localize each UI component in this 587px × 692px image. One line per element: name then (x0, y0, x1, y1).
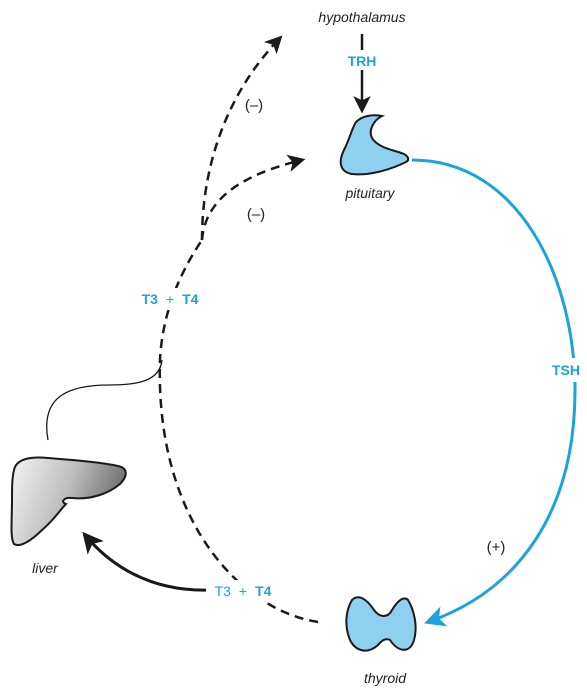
tsh-label: TSH (552, 362, 580, 378)
t3-t4-label-upper: T3 + T4 (142, 291, 199, 308)
pituitary-label: pituitary (344, 185, 395, 201)
trh-label: TRH (348, 53, 377, 69)
thyroid-shape (345, 596, 417, 652)
liver-connector-line (46, 359, 163, 441)
negative-feedback-pituitary-arrow (200, 154, 306, 241)
t3-t4-to-liver-arrow (82, 531, 211, 592)
tsh-arrow (411, 158, 577, 627)
negative-sign-pituitary: (–) (247, 206, 265, 223)
pituitary-shape (339, 114, 410, 176)
thyroid-label: thyroid (364, 670, 407, 686)
hypothalamus-label: hypothalamus (318, 9, 405, 25)
liver-shape (10, 456, 127, 546)
negative-sign-hypothalamus: (–) (245, 97, 263, 114)
negative-feedback-hypothalamus-arrow (200, 35, 283, 241)
liver-label: liver (32, 560, 59, 576)
positive-sign-thyroid: (+) (487, 539, 506, 556)
t3-t4-label-lower: T3 + T4 (215, 583, 272, 600)
